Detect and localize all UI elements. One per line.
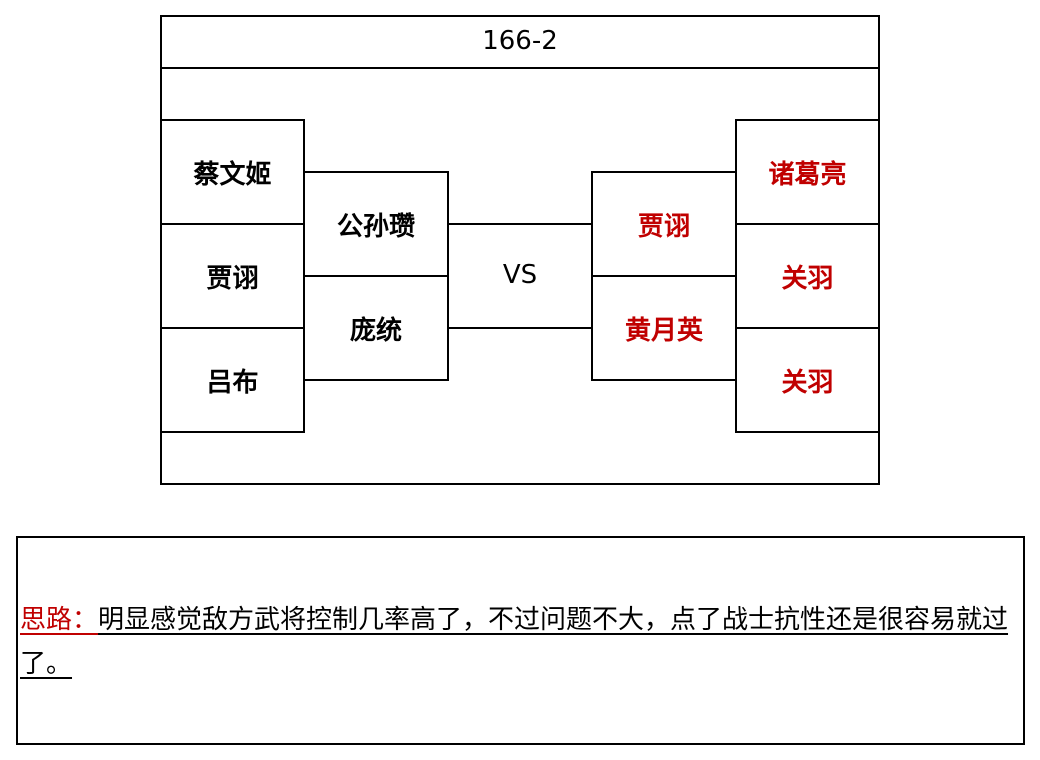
strategy-note-box — [16, 536, 1025, 745]
hero-name: 蔡文姬 — [193, 159, 272, 190]
right-outer-slot-3: 关羽 — [735, 327, 880, 433]
strategy-note: 思路：明显感觉敌方武将控制几率高了，不过问题不大，点了战士抗性还是很容易就过了。 — [20, 598, 1010, 686]
connector-line-top — [446, 223, 594, 225]
hero-name: 庞统 — [349, 315, 402, 346]
vs-label: VS — [470, 255, 570, 295]
right-outer-slot-1: 诸葛亮 — [735, 119, 880, 225]
connector-line-bottom — [446, 327, 594, 329]
right-inner-slot-1: 贾诩 — [591, 171, 737, 277]
strategy-note-label: 思路： — [20, 605, 99, 635]
stage-title-text: 166-2 — [482, 26, 558, 56]
left-inner-slot-1: 公孙瓒 — [303, 171, 449, 277]
hero-name: 吕布 — [206, 367, 259, 398]
right-outer-slot-2: 关羽 — [735, 223, 880, 329]
hero-name: 贾诩 — [206, 263, 259, 294]
strategy-note-body: 明显感觉敌方武将控制几率高了，不过问题不大，点了战士抗性还是很容易就过了。 — [20, 605, 1009, 679]
enemy-hero-name: 黄月英 — [624, 315, 703, 346]
left-outer-slot-1: 蔡文姬 — [160, 119, 305, 225]
vs-text: VS — [502, 260, 538, 290]
left-outer-slot-2: 贾诩 — [160, 223, 305, 329]
enemy-hero-name: 关羽 — [781, 367, 834, 398]
enemy-hero-name: 贾诩 — [637, 211, 690, 242]
left-outer-slot-3: 吕布 — [160, 327, 305, 433]
enemy-hero-name: 诸葛亮 — [768, 159, 847, 190]
stage-title: 166-2 — [160, 15, 880, 69]
enemy-hero-name: 关羽 — [781, 263, 834, 294]
hero-name: 公孙瓒 — [336, 211, 415, 242]
left-inner-slot-2: 庞统 — [303, 275, 449, 381]
right-inner-slot-2: 黄月英 — [591, 275, 737, 381]
